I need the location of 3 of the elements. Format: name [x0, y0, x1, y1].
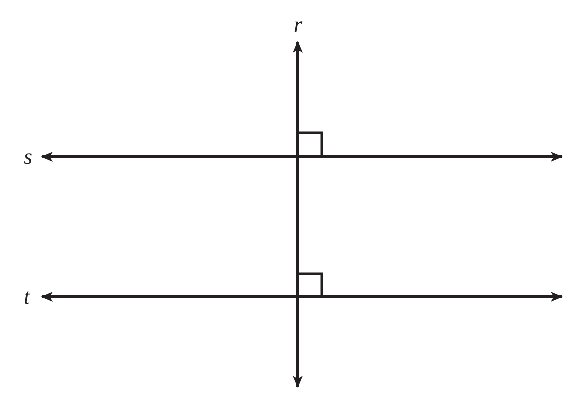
line-label: t: [24, 286, 30, 308]
line-label: r: [294, 14, 303, 36]
line-label: s: [24, 146, 33, 168]
